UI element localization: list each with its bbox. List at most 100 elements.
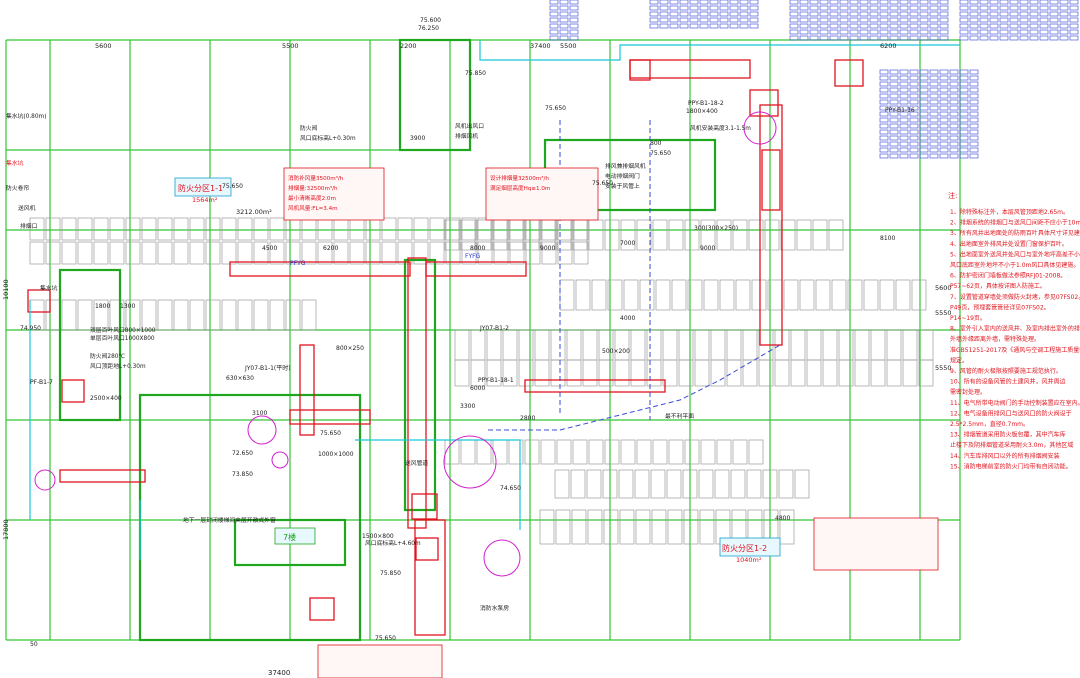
equipment-tag: 500×200 bbox=[602, 348, 630, 355]
note-line: 15、消防电梯前室的防火门均带有自闭功能。 bbox=[950, 462, 1072, 470]
elevation-label: 76.250 bbox=[418, 25, 439, 32]
cyan-piping bbox=[29, 40, 960, 560]
dimension-top: 37400 bbox=[530, 42, 551, 50]
equipment-tag: 1500×800 bbox=[362, 533, 394, 540]
note-line: P49页，预埋套管管径详见07FS02。 bbox=[950, 303, 1050, 311]
dimension-small: 800 bbox=[650, 140, 662, 147]
equipment-tag: 800×250 bbox=[336, 345, 364, 352]
equipment-tag: JY07-B1-2 bbox=[479, 325, 509, 332]
dimension-small: 3300 bbox=[460, 403, 475, 410]
riser-duct bbox=[407, 257, 427, 529]
fan-pf-b1-7 bbox=[61, 379, 85, 403]
dimension-small: 8000 bbox=[470, 245, 485, 252]
note-line: 1、除特殊标注外，本层风管顶距地2.65m。 bbox=[950, 208, 1069, 216]
annotation-text: 风机安装高度3.1-1.5m bbox=[690, 124, 751, 132]
note-line: 风口底距室外地坪不小于1.0m风口具体见建施。 bbox=[950, 261, 1079, 269]
dimension-small: 1300 bbox=[120, 303, 135, 310]
equipment-area-hatch bbox=[549, 0, 1079, 159]
annotation-text: 排烟风机 bbox=[455, 132, 478, 140]
main-supply-duct bbox=[229, 261, 411, 277]
callout-text: 满足烟层高度Hq≥1.0m bbox=[490, 184, 550, 192]
note-line: 止楼下及阴排烟管道采用耐火3.0m，其他区域 bbox=[950, 441, 1073, 449]
dimension-left: 17800 bbox=[2, 519, 10, 540]
equipment-tag: 1800×400 bbox=[686, 108, 718, 115]
left-label: 集水坑(0.80m) bbox=[6, 112, 46, 120]
note-line: 11、电气所带电动阀门的手动控制装置应在室内。 bbox=[950, 399, 1080, 407]
note-line: P57~62页，具体按详图人防施工。 bbox=[950, 282, 1046, 290]
elevation-label: 75.650 bbox=[320, 430, 341, 437]
annotation-text: 防火阀 bbox=[300, 124, 318, 132]
magenta-callouts bbox=[34, 111, 777, 577]
equipment-tag: PF-B1-7 bbox=[30, 379, 53, 386]
callout-boxes bbox=[174, 167, 939, 678]
elevation-label: 75.650 bbox=[222, 183, 243, 190]
dimension-small: 6200 bbox=[323, 245, 338, 252]
note-line: 4、出地面室外排风井处设置门窗保护百叶。 bbox=[950, 240, 1068, 248]
annotation-text: 集水坑 bbox=[40, 284, 58, 292]
annotation-text: 地下一层封闭楼梯间夹层开敞式外窗 bbox=[183, 516, 276, 524]
annotation-text: 单层百叶风口1000X800 bbox=[90, 334, 155, 342]
dimension-right: 5550 bbox=[935, 309, 952, 317]
equipment-tag: PPY-B1-18-1 bbox=[478, 377, 514, 384]
elevation-label: 75.850 bbox=[465, 70, 486, 77]
equipment-tag: PFYG bbox=[290, 260, 306, 267]
callout-text: 排烟量:32500m³/h bbox=[288, 184, 338, 192]
fan-ppy-b1-18-2 bbox=[749, 89, 779, 117]
left-label: 排烟口 bbox=[20, 222, 38, 230]
elevation-label: 75.650 bbox=[375, 635, 396, 642]
dimension-bottom: 37400 bbox=[268, 669, 290, 677]
elevation-label: 75.650 bbox=[545, 105, 566, 112]
note-line: 10、所有的设备风管的土建风井，风井周边 bbox=[950, 378, 1066, 386]
elevation-label: 72.650 bbox=[232, 450, 253, 457]
dimension-small: 8100 bbox=[880, 235, 895, 242]
fan-ppy-b1-16 bbox=[834, 59, 864, 87]
callout-text: 设计排烟量32500m³/h bbox=[490, 174, 549, 182]
note-line: 需密封处理。 bbox=[950, 388, 986, 396]
equipment-tag: JY07-B1-1(平时) bbox=[244, 364, 291, 372]
equipment-tag: 630×630 bbox=[226, 375, 254, 382]
dimension-small: 2800 bbox=[520, 415, 535, 422]
note-line: 14、汽车库排风口以外的所有排烟阀安装 bbox=[950, 452, 1060, 460]
zone-total-area: 3212.00m² bbox=[236, 208, 272, 216]
dimension-small: 4800 bbox=[775, 515, 790, 522]
annotation-text: 风机出风口 bbox=[455, 122, 484, 130]
fire-zone-label: 防火分区1-1 bbox=[178, 183, 223, 193]
dimension-small: 7000 bbox=[620, 240, 635, 247]
annotation-text: 防火阀280℃ bbox=[90, 352, 125, 360]
callout-text: 风机风量:FL=3.4m bbox=[288, 204, 338, 212]
dimension-bottom-left: 50 bbox=[30, 641, 38, 648]
note-line: 8、室外引入室内的送风井、及室内排出室外的排风井， bbox=[950, 325, 1080, 333]
equipment-tag: PPY-B1-16 bbox=[885, 107, 915, 114]
note-line: 2.5*2.5mm，直径0.7mm。 bbox=[950, 420, 1029, 428]
elevation-label: 75.850 bbox=[380, 570, 401, 577]
duct-network bbox=[27, 59, 864, 636]
equipment-tag: PPY-B1-18-2 bbox=[688, 100, 724, 107]
annotation-text: 消防水泵房 bbox=[480, 604, 509, 612]
dimension-small: 9000 bbox=[540, 245, 555, 252]
annotation-text: 排风兼排烟风机 bbox=[605, 162, 646, 170]
note-line: 规定。 bbox=[950, 356, 968, 364]
dimension-top: 6200 bbox=[880, 42, 897, 50]
annotation-text: 电动排烟阀门 bbox=[605, 172, 640, 180]
dimension-small: 3100 bbox=[252, 410, 267, 417]
equipment-tag: 300(300×250) bbox=[694, 225, 738, 232]
exhaust-duct-right bbox=[759, 104, 783, 346]
dimension-small: 1800 bbox=[95, 303, 110, 310]
note-line: 3、所有风井出地面处的防雨百叶具体尺寸详见建施。 bbox=[950, 229, 1080, 237]
dimension-small: 9000 bbox=[700, 245, 715, 252]
dimension-top: 5500 bbox=[282, 42, 299, 50]
dimension-small: 4000 bbox=[620, 315, 635, 322]
dimension-top: 5600 bbox=[95, 42, 112, 50]
exhaust-duct-bottom bbox=[414, 519, 446, 636]
note-line: P14~19页。 bbox=[950, 315, 986, 322]
callout-text: 消防补风量3500m³/h bbox=[288, 174, 344, 182]
note-line: 5、出地面室外送风井处风口与室外地坪高差不小于1.0m。 bbox=[950, 250, 1080, 258]
elevation-label: 74.950 bbox=[20, 325, 41, 332]
notes-title: 注: bbox=[948, 191, 957, 200]
fire-zone-label: 7楼 bbox=[283, 532, 296, 542]
equipment-tag: FYFG bbox=[465, 253, 481, 260]
equipment-tag: 2500×400 bbox=[90, 395, 122, 402]
annotation-text: 送风管道 bbox=[405, 459, 428, 467]
